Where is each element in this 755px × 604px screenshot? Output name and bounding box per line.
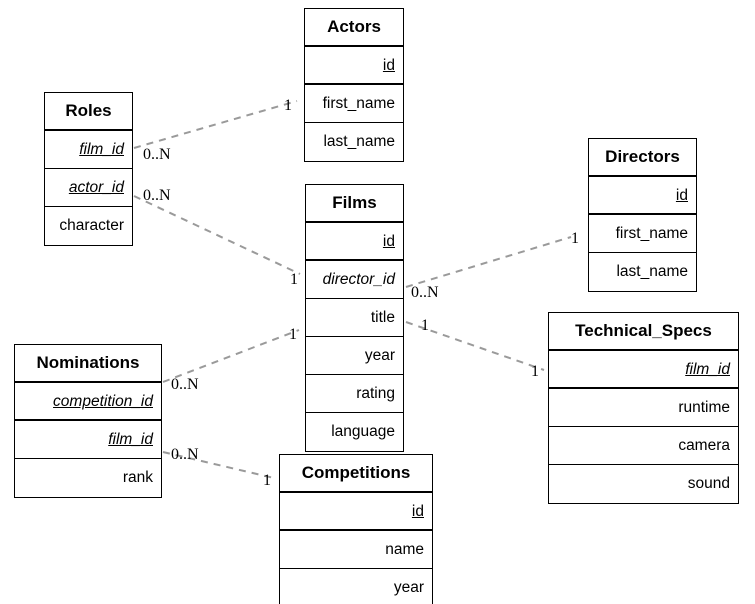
attribute-technical-specs-camera[interactable]: camera [549,427,738,465]
attribute-films-id[interactable]: id [306,223,403,261]
attribute-technical-specs-runtime[interactable]: runtime [549,389,738,427]
cardinality-roles-actors-to: 1 [284,97,292,114]
attribute-actors-first_name[interactable]: first_name [305,85,403,123]
attribute-nominations-film_id[interactable]: film_id [15,421,161,459]
attribute-films-director_id[interactable]: director_id [306,261,403,299]
cardinality-nominations-films-to: 1 [289,326,297,343]
cardinality-films-technspecs-to: 1 [531,363,539,380]
entity-technical-specs[interactable]: Technical_Specs film_id runtime camera s… [548,312,739,504]
entity-actors[interactable]: Actors id first_name last_name [304,8,404,162]
attribute-roles-actor_id[interactable]: actor_id [45,169,132,207]
attribute-competitions-id[interactable]: id [280,493,432,531]
entity-title-roles: Roles [45,93,132,131]
cardinality-films-technspecs-from: 1 [421,317,429,334]
attribute-films-year[interactable]: year [306,337,403,375]
attribute-technical-specs-sound[interactable]: sound [549,465,738,503]
cardinality-roles-films-from: 0..N [143,187,171,204]
connector-roles-films [133,195,301,275]
attribute-actors-id[interactable]: id [305,47,403,85]
attribute-roles-character[interactable]: character [45,207,132,245]
entity-title-directors: Directors [589,139,696,177]
entity-roles[interactable]: Roles film_id actor_id character [44,92,133,246]
attribute-competitions-year[interactable]: year [280,569,432,604]
cardinality-films-directors-to: 1 [571,230,579,247]
attribute-directors-first_name[interactable]: first_name [589,215,696,253]
cardinality-films-directors-from: 0..N [411,284,439,301]
entity-directors[interactable]: Directors id first_name last_name [588,138,697,292]
entity-title-films: Films [306,185,403,223]
attribute-nominations-rank[interactable]: rank [15,459,161,497]
attribute-actors-last_name[interactable]: last_name [305,123,403,161]
attribute-films-rating[interactable]: rating [306,375,403,413]
attribute-roles-film_id[interactable]: film_id [45,131,132,169]
attribute-competitions-name[interactable]: name [280,531,432,569]
cardinality-roles-actors-from: 0..N [143,146,171,163]
entity-title-actors: Actors [305,9,403,47]
entity-competitions[interactable]: Competitions id name year [279,454,433,604]
attribute-directors-last_name[interactable]: last_name [589,253,696,291]
connector-films-directors [405,236,572,288]
cardinality-nominations-competitions-to: 1 [263,472,271,489]
attribute-films-title[interactable]: title [306,299,403,337]
entity-title-competitions: Competitions [280,455,432,493]
entity-nominations[interactable]: Nominations competition_id film_id rank [14,344,162,498]
cardinality-roles-films-to: 1 [290,271,298,288]
attribute-directors-id[interactable]: id [589,177,696,215]
cardinality-nominations-films-from: 0..N [171,376,199,393]
attribute-films-language[interactable]: language [306,413,403,451]
attribute-technical-specs-film_id[interactable]: film_id [549,351,738,389]
entity-title-technical-specs: Technical_Specs [549,313,738,351]
entity-title-nominations: Nominations [15,345,161,383]
connector-nominations-films [162,329,300,383]
connector-roles-actors [133,100,298,149]
attribute-nominations-competition_id[interactable]: competition_id [15,383,161,421]
entity-films[interactable]: Films id director_id title year rating l… [305,184,404,452]
cardinality-nominations-competitions-from: 0..N [171,446,199,463]
